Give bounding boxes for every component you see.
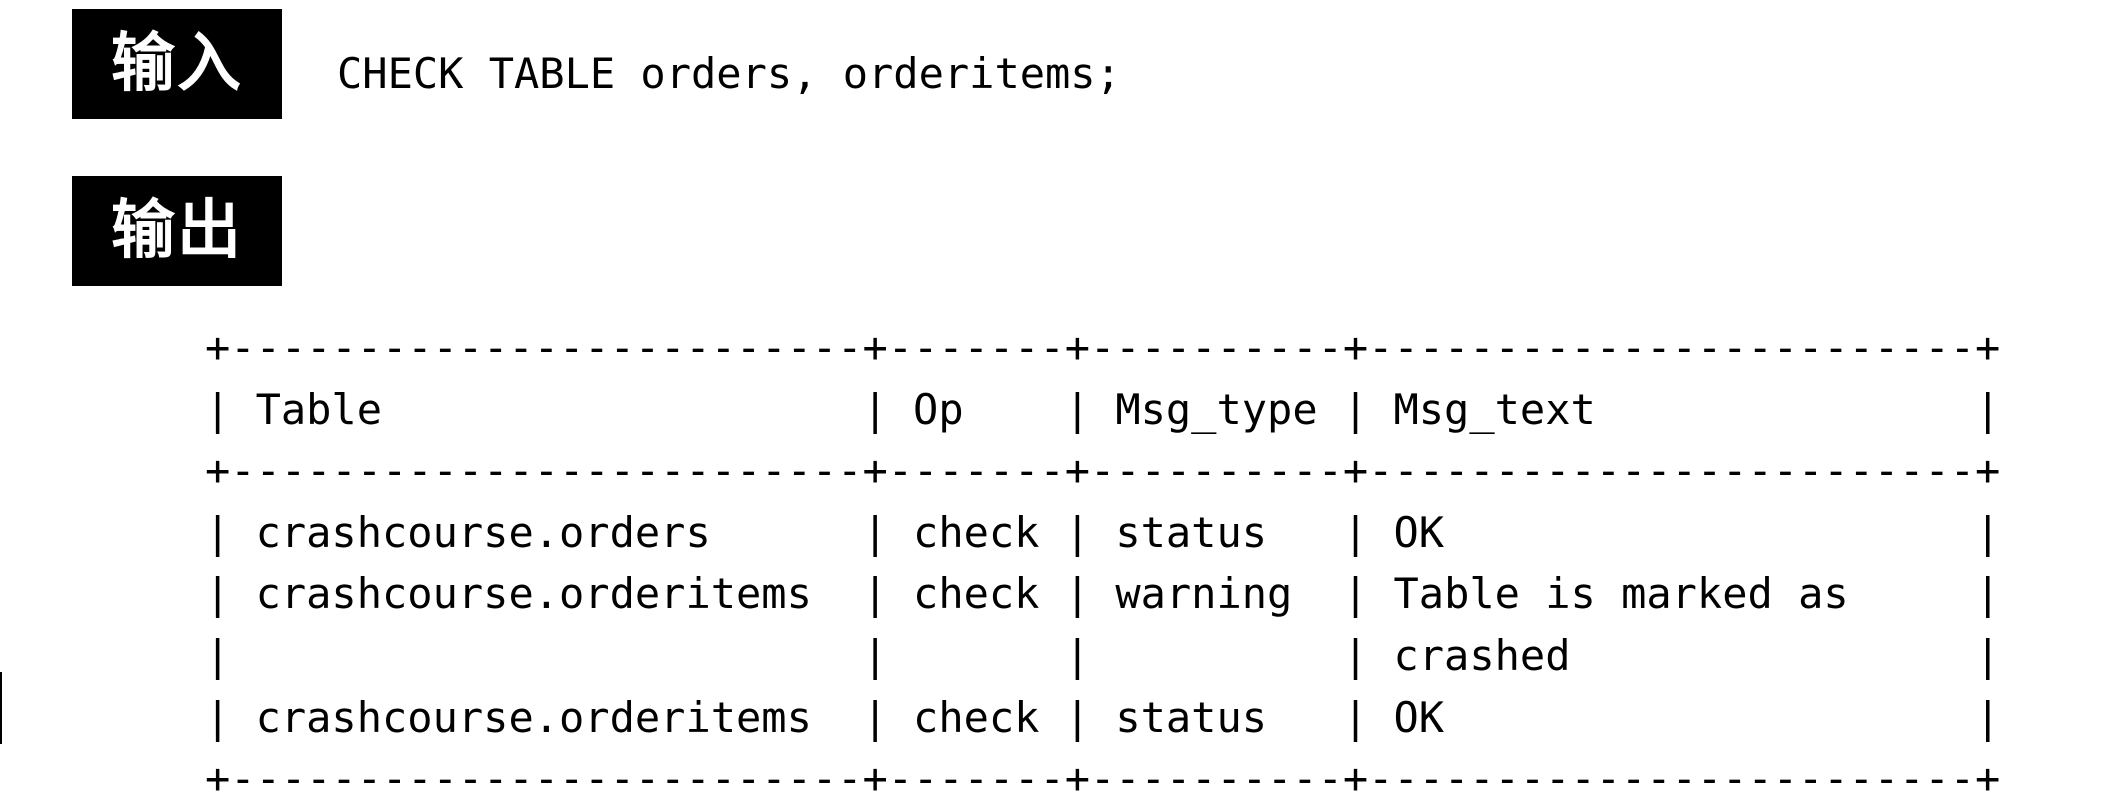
table-row: | crashcourse.orders | check | status | … bbox=[205, 507, 2001, 557]
cell-table: crashcourse.orderitems bbox=[255, 692, 812, 742]
table-header-row: | Table | Op | Msg_type | Msg_text | bbox=[205, 384, 2001, 434]
input-label: 输入 bbox=[72, 9, 282, 119]
table-row: | crashcourse.orderitems | check | warni… bbox=[205, 569, 2001, 619]
cell-table: crashcourse.orderitems bbox=[255, 569, 812, 619]
cell-table: Table bbox=[255, 384, 383, 434]
cell-msg-text: OK bbox=[1393, 507, 1445, 557]
cell-msg-type: Msg_type bbox=[1115, 384, 1318, 434]
margin-bar bbox=[0, 672, 2, 744]
cell-msg-text: OK bbox=[1393, 692, 1445, 742]
table-row: | | | | crashed | bbox=[205, 630, 2001, 680]
table-row: | crashcourse.orderitems | check | statu… bbox=[205, 692, 2001, 742]
cell-op: Op bbox=[913, 384, 964, 434]
table-border-mid: +-------------------------+-------+-----… bbox=[205, 446, 2001, 496]
result-table: +-------------------------+-------+-----… bbox=[205, 317, 2000, 810]
cell-msg-type: status bbox=[1115, 507, 1268, 557]
output-label: 输出 bbox=[72, 176, 282, 286]
cell-op: check bbox=[913, 569, 1040, 619]
cell-op: check bbox=[913, 507, 1040, 557]
cell-msg-text: Msg_text bbox=[1393, 384, 1596, 434]
table-border-bottom: +-------------------------+-------+-----… bbox=[205, 754, 2001, 804]
cell-msg-type: warning bbox=[1115, 569, 1293, 619]
table-border-top: +-------------------------+-------+-----… bbox=[205, 323, 2001, 372]
sql-command: CHECK TABLE orders, orderitems; bbox=[337, 49, 1121, 98]
cell-msg-text: Table is marked as bbox=[1393, 569, 1849, 619]
cell-op: check bbox=[913, 692, 1040, 742]
cell-msg-text: crashed bbox=[1393, 630, 1571, 680]
cell-msg-type: status bbox=[1115, 692, 1268, 742]
cell-table: crashcourse.orders bbox=[255, 507, 711, 557]
